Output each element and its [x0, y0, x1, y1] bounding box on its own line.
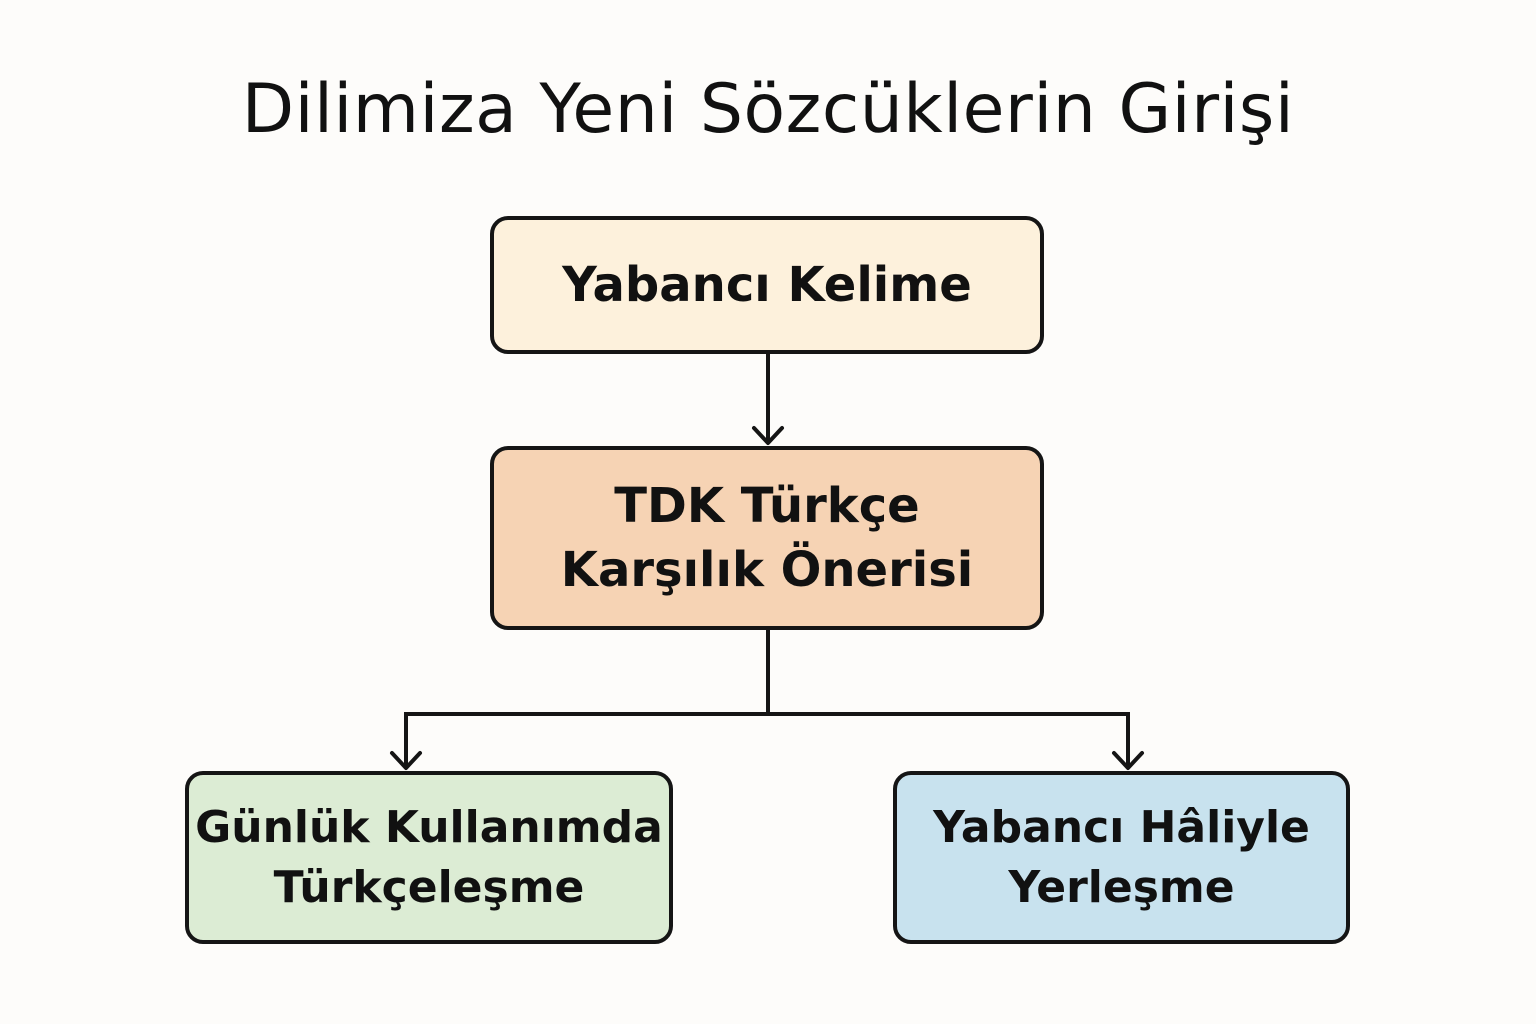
node-tdk-proposal: TDK Türkçe Karşılık Önerisi: [490, 446, 1044, 630]
arrowhead-tdk-to-turkicization: [390, 751, 422, 770]
diagram-title: Dilimiza Yeni Sözcüklerin Girişi: [241, 70, 1295, 149]
node-foreign-word: Yabancı Kelime: [490, 216, 1044, 354]
node-foreign-settle-label: Yabancı Hâliyle Yerleşme: [933, 801, 1310, 913]
node-turkicization-label: Günlük Kullanımda Türkçeleşme: [195, 801, 663, 913]
node-foreign-settle: Yabancı Hâliyle Yerleşme: [893, 771, 1350, 944]
arrowhead-foreign-to-tdk: [752, 426, 784, 445]
node-tdk-proposal-label: TDK Türkçe Karşılık Önerisi: [560, 478, 974, 598]
node-foreign-word-label: Yabancı Kelime: [562, 257, 972, 313]
node-turkicization: Günlük Kullanımda Türkçeleşme: [185, 771, 673, 944]
arrowhead-tdk-to-foreign-settle: [1112, 751, 1144, 770]
